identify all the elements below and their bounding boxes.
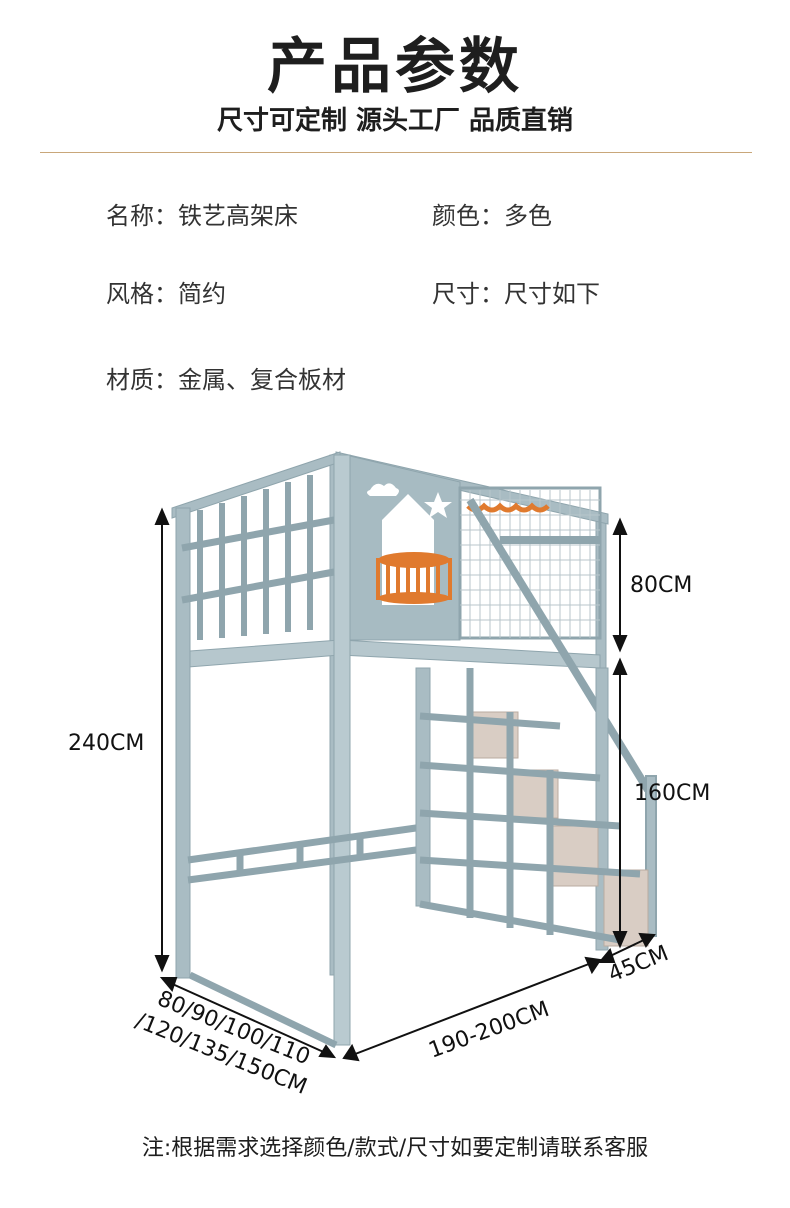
orange-canopy <box>466 502 550 513</box>
footer-note: 注:根据需求选择颜色/款式/尺寸如要定制请联系客服 <box>141 1136 649 1161</box>
loft-bed-drawing: 240CM 80CM 160CM 45CM 190-200CM 80/90/10… <box>68 451 710 1100</box>
stair-height-label: 160CM <box>634 781 710 806</box>
dimension-lines <box>154 507 656 1062</box>
page-title: 产品参数 <box>267 32 523 102</box>
guard-height-label: 80CM <box>630 573 692 598</box>
lower-side-rail <box>187 824 417 1049</box>
stair-depth-label: 45CM <box>605 941 672 988</box>
guard-rail-left <box>181 475 335 640</box>
spec-color: 颜色：多色 <box>432 202 552 230</box>
spec-material: 材质：金属、复合板材 <box>106 366 346 394</box>
total-height-label: 240CM <box>68 731 144 756</box>
page-subtitle: 尺寸可定制 源头工厂 品质直销 <box>216 106 574 136</box>
spec-name: 名称：铁艺高架床 <box>106 202 298 230</box>
storage-staircase <box>415 667 649 951</box>
spec-size: 尺寸：尺寸如下 <box>432 280 600 308</box>
divider <box>40 152 752 153</box>
front-panel <box>349 455 461 641</box>
orange-basket <box>376 552 452 604</box>
length-label: 190-200CM <box>426 997 553 1064</box>
spec-style: 风格：简约 <box>106 280 226 308</box>
